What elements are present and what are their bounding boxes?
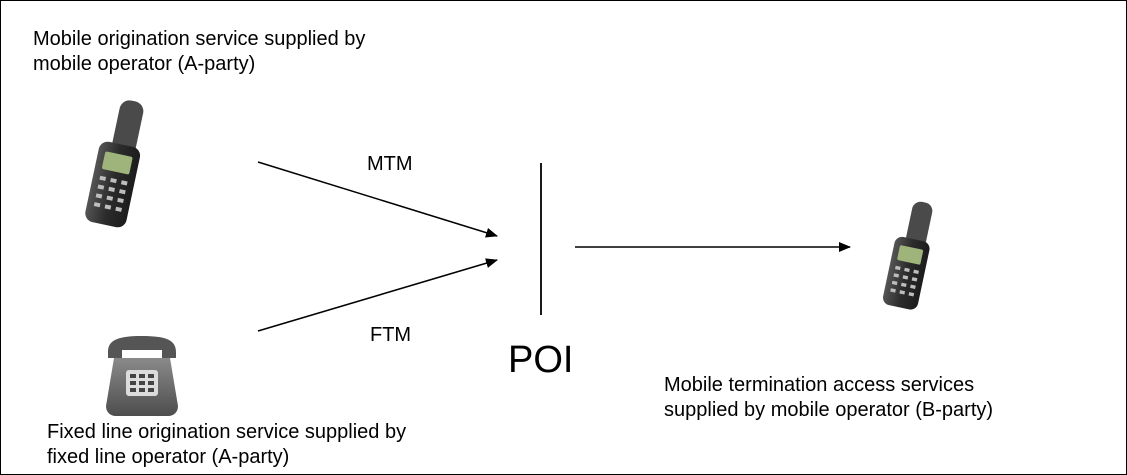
fixed-origination-label: Fixed line origination service supplied …: [47, 420, 406, 470]
mobile-termination-label-line2: supplied by mobile operator (B-party): [664, 399, 994, 421]
fixed-desk-telephone-icon: [106, 336, 178, 416]
mobile-termination-label-line1: Mobile termination access services: [664, 374, 975, 396]
fixed-origination-label-line1: Fixed line origination service supplied …: [47, 421, 407, 443]
poi-label: POI: [508, 339, 574, 381]
mtm-arrow: [257, 161, 498, 238]
mtm-label: MTM: [367, 153, 413, 175]
fixed-origination-label-line2: fixed line operator (A-party): [47, 446, 290, 468]
ftm-arrow: [257, 258, 498, 332]
termination-mobile-phone-icon: [882, 201, 933, 310]
mobile-termination-label: Mobile termination access services suppl…: [664, 373, 993, 423]
mobile-origination-label: Mobile origination service supplied by m…: [33, 27, 365, 77]
mobile-origination-label-line1: Mobile origination service supplied by: [33, 28, 366, 50]
origin-mobile-phone-icon: [85, 100, 144, 228]
ftm-label: FTM: [370, 324, 412, 346]
mobile-origination-label-line2: mobile operator (A-party): [33, 53, 256, 75]
